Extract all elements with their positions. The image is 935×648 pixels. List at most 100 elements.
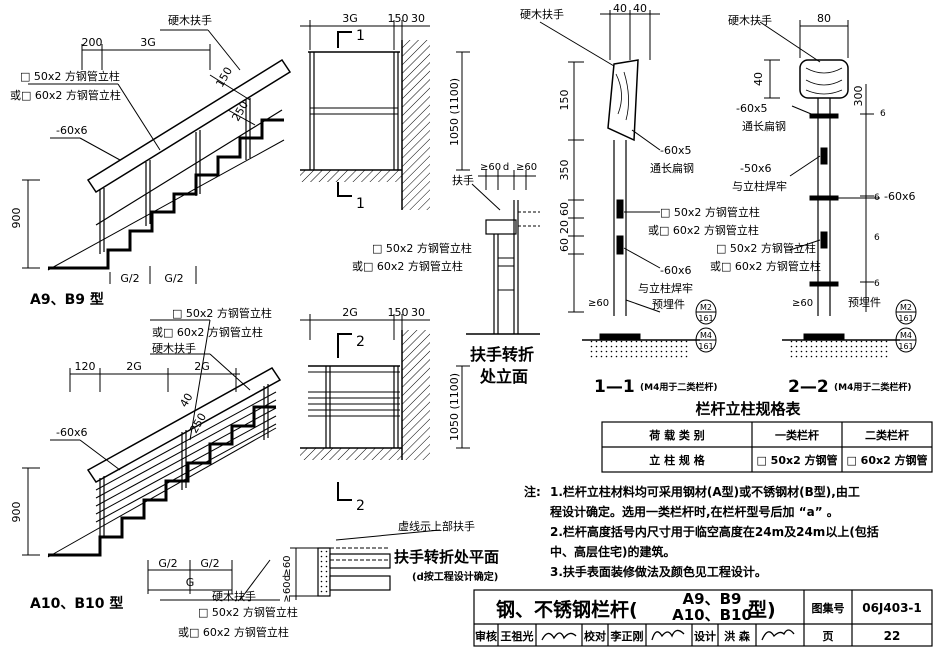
section-mark-2-bot: 2 bbox=[356, 498, 365, 514]
ge60-s1: ≥60 bbox=[588, 298, 609, 309]
atlas-label: 图集号 bbox=[812, 601, 845, 615]
handrail-b bbox=[86, 367, 282, 483]
note-line-3: 2.栏杆高度括号内尺寸用于临空高度在24m及24m以上(包括 bbox=[550, 524, 879, 539]
d-a: d bbox=[503, 162, 509, 173]
title-end: 型) bbox=[748, 598, 776, 621]
dim-40-s1b: 40 bbox=[633, 2, 647, 15]
end-elevation-2 bbox=[300, 314, 470, 501]
flat-60x6-s2: -60x6 bbox=[884, 190, 915, 203]
handrail-label-a: 硬木扶手 bbox=[168, 13, 212, 27]
dim-150-top: 150 bbox=[388, 12, 409, 25]
posts-a bbox=[99, 98, 251, 254]
dim-1050-b: 1050 (1100) bbox=[448, 373, 461, 441]
embed-label-s1: 预埋件 bbox=[652, 298, 685, 311]
section-1-1 bbox=[539, 10, 700, 358]
dim-3g-a: 3G bbox=[140, 36, 156, 49]
d-c: d bbox=[282, 575, 293, 581]
flat-50x6-s2: -50x6 bbox=[740, 162, 771, 175]
flat-60x6-s1: -60x6 bbox=[660, 264, 691, 277]
design-name: 洪 森 bbox=[724, 629, 751, 643]
spec-header-class1: 一类栏杆 bbox=[775, 428, 819, 442]
dim-60-s1b: 60 bbox=[558, 238, 571, 252]
type-label-a9-b9: A9、B9 型 bbox=[30, 291, 104, 308]
note-line-4: 中、高层住宅)的建筑。 bbox=[550, 544, 676, 559]
review-signature bbox=[541, 632, 577, 641]
m2-s1: M2 bbox=[700, 303, 712, 312]
flat-long-s2: 通长扁钢 bbox=[742, 120, 786, 133]
section-mark-1-top: 1 bbox=[356, 28, 365, 44]
post-50-label-b: □ 50x2 方钢管立柱 bbox=[172, 306, 272, 320]
ge60-d: ≥60 bbox=[282, 581, 293, 602]
page-number: 22 bbox=[884, 629, 901, 643]
ref-callout-s1 bbox=[695, 299, 717, 353]
dim-150-top2: 150 bbox=[388, 306, 409, 319]
dim-3g-top: 3G bbox=[342, 12, 358, 25]
p161-s2b: 161 bbox=[898, 342, 913, 351]
post-60-label-s2: 或□ 60x2 方钢管立柱 bbox=[710, 259, 821, 273]
g-b: G bbox=[186, 576, 195, 589]
post-50-label-d: □ 50x2 方钢管立柱 bbox=[198, 605, 298, 619]
p161-s1b: 161 bbox=[698, 342, 713, 351]
design-label: 设计 bbox=[694, 629, 716, 643]
handrail-label-b: 硬木扶手 bbox=[152, 341, 196, 355]
spec-row-class1: □ 50x2 方钢管 bbox=[756, 453, 837, 467]
spec-header-category: 荷 载 类 别 bbox=[648, 428, 705, 442]
spec-table bbox=[601, 421, 933, 473]
g2-b1: G/2 bbox=[158, 557, 177, 570]
post-60-label-a: 或□ 60x2 方钢管立柱 bbox=[10, 88, 121, 102]
handrail-label-c: 扶手 bbox=[452, 173, 474, 187]
handrail-label-s1: 硬木扶手 bbox=[520, 7, 564, 21]
title-main: 钢、不锈钢栏杆( bbox=[496, 598, 638, 621]
section-note-2-2: (M4用于二类栏杆) bbox=[834, 381, 911, 393]
dim-6-s2b: 6 bbox=[874, 193, 880, 203]
dim-40-s1a: 40 bbox=[613, 2, 627, 15]
title-types-bottom: A10、B10 bbox=[672, 606, 752, 624]
design-signature bbox=[761, 629, 795, 641]
stair-soffit-a bbox=[47, 139, 285, 271]
dim-900-b: 900 bbox=[10, 502, 23, 523]
rail-a bbox=[95, 109, 283, 226]
dim-6-s2d: 6 bbox=[874, 279, 880, 289]
dashed-note: 虚线示上部扶手 bbox=[398, 519, 475, 533]
flat-60x6-b: -60x6 bbox=[56, 426, 87, 439]
embed-label-s2: 预埋件 bbox=[848, 296, 881, 309]
dim-2g-b1: 2G bbox=[126, 360, 142, 373]
turn-elevation-title-1: 扶手转折 bbox=[470, 345, 534, 364]
post-60-label-c: 或□ 60x2 方钢管立柱 bbox=[352, 259, 463, 273]
check-name: 李正刚 bbox=[610, 629, 644, 643]
m4-s1: M4 bbox=[700, 331, 712, 340]
dim-30-top: 30 bbox=[411, 12, 425, 25]
spec-header-class2: 二类栏杆 bbox=[865, 428, 909, 442]
flat-long-s1: 通长扁钢 bbox=[650, 162, 694, 175]
ref-callout-s2 bbox=[895, 299, 917, 353]
spec-row-label: 立 柱 规 格 bbox=[649, 453, 705, 467]
ge60-a: ≥60 bbox=[480, 162, 501, 173]
post-60-label-d: 或□ 60x2 方钢管立柱 bbox=[178, 625, 289, 639]
dim-2g-b2: 2G bbox=[194, 360, 210, 373]
note-line-1: 1.栏杆立柱材料均可采用钢材(A型)或不锈钢材(B型),由工 bbox=[550, 484, 860, 499]
p161-s1a: 161 bbox=[698, 314, 713, 323]
section-2-2 bbox=[759, 20, 900, 358]
section-title-2-2: 2—2 bbox=[788, 377, 829, 397]
dim-150-a: 150 bbox=[213, 65, 235, 90]
weld-label-s1: 与立柱焊牢 bbox=[638, 281, 693, 295]
spec-table-title: 栏杆立柱规格表 bbox=[695, 400, 801, 418]
post-60-label-s1: 或□ 60x2 方钢管立柱 bbox=[648, 223, 759, 237]
dim-80-s2: 80 bbox=[817, 12, 831, 25]
post-50-label-s2: □ 50x2 方钢管立柱 bbox=[716, 241, 816, 255]
ge60-s2: ≥60 bbox=[792, 298, 813, 309]
spec-row-class2: □ 60x2 方钢管 bbox=[846, 453, 927, 467]
elevation-a10-b10 bbox=[22, 319, 282, 601]
check-label: 校对 bbox=[584, 629, 606, 643]
weld-label-s2: 与立柱焊牢 bbox=[732, 179, 787, 193]
note-line-5: 3.扶手表面装修做法及颜色见工程设计。 bbox=[550, 564, 767, 579]
m4-s2: M4 bbox=[900, 331, 912, 340]
posts-b bbox=[99, 384, 269, 540]
dim-900-a: 900 bbox=[10, 208, 23, 229]
turn-plan bbox=[290, 529, 441, 600]
title-types-top: A9、B9 bbox=[683, 590, 742, 608]
post-50-label-c: □ 50x2 方钢管立柱 bbox=[372, 241, 472, 255]
post-50-label-s1: □ 50x2 方钢管立柱 bbox=[660, 205, 760, 219]
end-elevation-1 bbox=[300, 20, 470, 210]
check-signature bbox=[651, 629, 685, 641]
